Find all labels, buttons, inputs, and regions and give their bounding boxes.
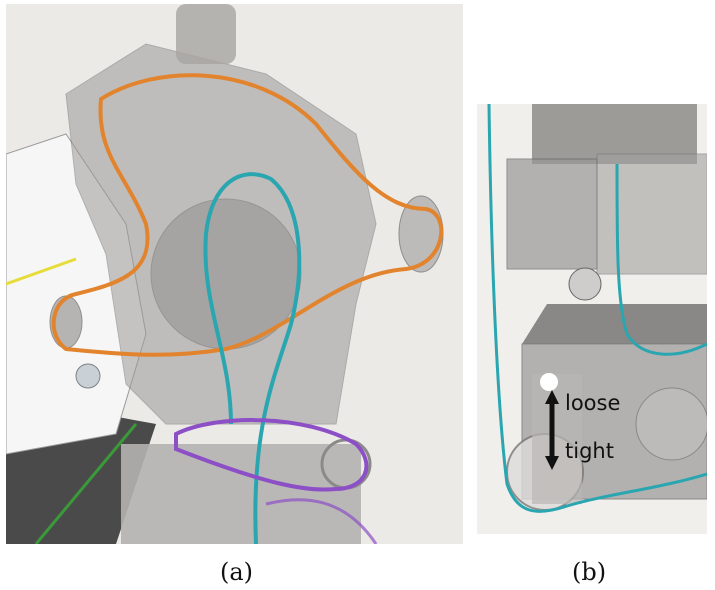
arrow-head-up bbox=[545, 390, 559, 404]
slot-plate bbox=[532, 374, 582, 504]
caption-b: (b) bbox=[572, 558, 607, 586]
purple-belt bbox=[174, 418, 369, 492]
robot-arm-illustration bbox=[6, 4, 444, 544]
panel-a-robot-arm-render bbox=[6, 4, 463, 544]
slot-hole bbox=[540, 373, 558, 391]
left-housing bbox=[506, 158, 598, 270]
lower-base bbox=[121, 444, 361, 544]
green-cable bbox=[34, 423, 138, 544]
label-tight: tight bbox=[565, 439, 614, 463]
caption-a: (a) bbox=[220, 558, 254, 586]
arrow-head-down bbox=[545, 456, 559, 470]
right-housing bbox=[596, 153, 707, 275]
tensioner-illustration bbox=[487, 104, 707, 513]
cyan-belt-inner bbox=[615, 163, 707, 356]
label-loose: loose bbox=[565, 391, 621, 415]
cyan-belt bbox=[487, 104, 707, 513]
yellow-cable bbox=[6, 257, 77, 286]
top-motor bbox=[176, 4, 236, 64]
purple-belt-lower bbox=[265, 498, 378, 544]
right-wheel bbox=[635, 387, 707, 461]
bracket-top bbox=[522, 304, 707, 344]
small-roller bbox=[568, 267, 602, 301]
ball-joint bbox=[75, 363, 101, 389]
panel-b-tensioner-closeup bbox=[477, 104, 707, 534]
cyan-belt bbox=[203, 172, 302, 544]
orange-belt bbox=[51, 73, 444, 357]
